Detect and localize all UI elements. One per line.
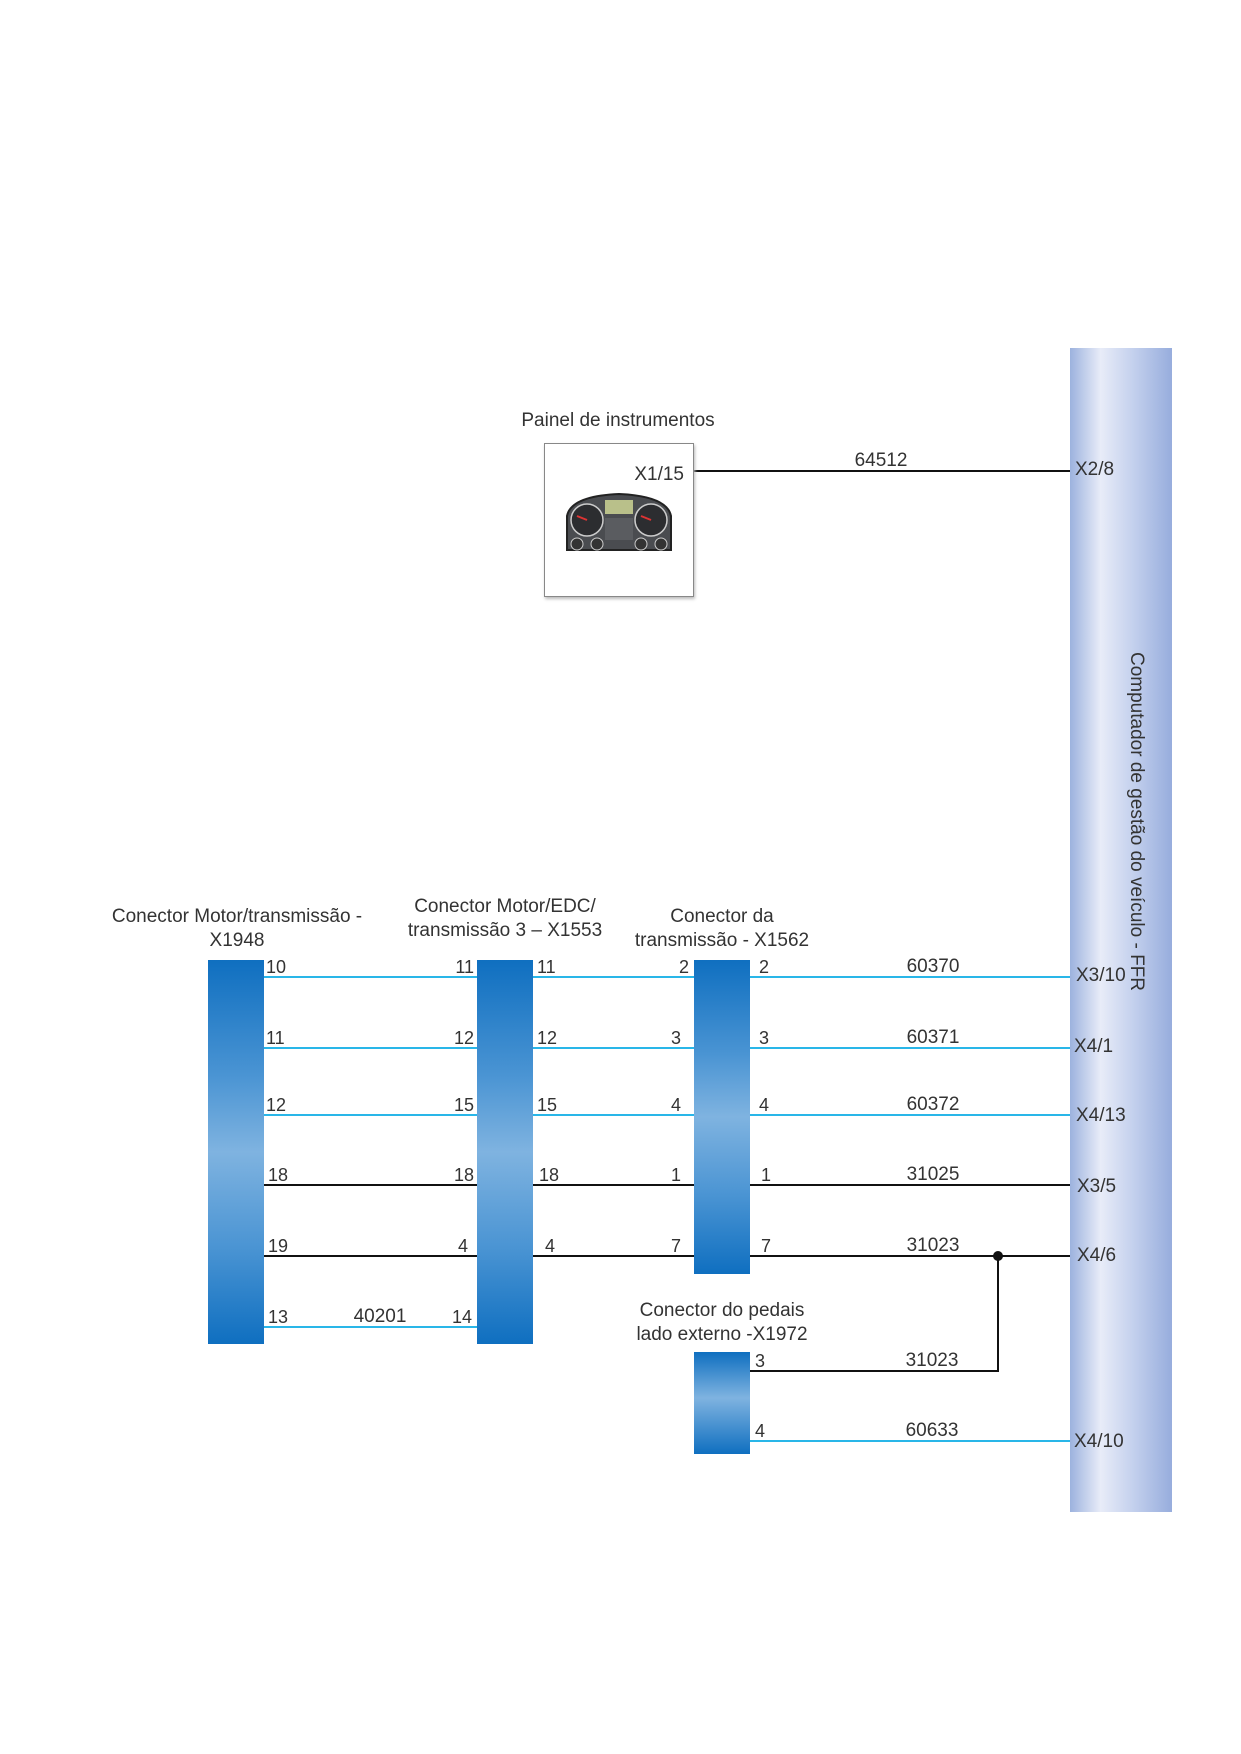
x1972-title-2: lado externo -X1972 xyxy=(636,1324,808,1345)
instrument-panel-box xyxy=(544,443,694,597)
x1553-title-1: Conector Motor/EDC/ xyxy=(414,896,596,917)
pin-label: 12 xyxy=(453,1028,474,1048)
panel-pin: X1/15 xyxy=(634,464,684,485)
pin-label: 1 xyxy=(670,1165,681,1185)
connector-x1972 xyxy=(694,1352,750,1454)
pin-label: 4 xyxy=(545,1236,556,1256)
connector-x1948 xyxy=(208,960,264,1344)
wire-label: 60371 xyxy=(906,1027,960,1048)
ecu-pin: X3/10 xyxy=(1076,965,1126,986)
pin-label: 3 xyxy=(755,1351,766,1371)
wire-label-64512: 64512 xyxy=(854,450,908,471)
pin-label: 1 xyxy=(761,1165,772,1185)
pin-label: 11 xyxy=(455,957,474,977)
pin-label: 18 xyxy=(453,1165,474,1185)
ecu-pin: X4/13 xyxy=(1076,1105,1126,1126)
pin-label: 7 xyxy=(761,1236,772,1256)
ecu-ffr-bar xyxy=(1070,348,1172,1512)
pin-label: 18 xyxy=(268,1165,289,1185)
pin-label: 12 xyxy=(537,1028,558,1048)
ecu-pin: X4/10 xyxy=(1074,1431,1124,1452)
x1948-title-1: Conector Motor/transmissão - xyxy=(111,906,363,927)
pin-label: 4 xyxy=(670,1095,681,1115)
pin-label: 10 xyxy=(266,957,287,977)
ecu-pin: X4/6 xyxy=(1077,1245,1117,1266)
pin-label: 15 xyxy=(537,1095,558,1115)
pin-label: 2 xyxy=(678,957,689,977)
pin-label: 4 xyxy=(457,1236,468,1256)
pin-label: 18 xyxy=(539,1165,560,1185)
wire-label: 60372 xyxy=(906,1094,960,1115)
pin-label: 7 xyxy=(670,1236,681,1256)
wire-label: 31025 xyxy=(906,1164,960,1185)
pin-label: 2 xyxy=(759,957,770,977)
x1553-title-2: transmissão 3 – X1553 xyxy=(407,920,603,941)
pin-label: 4 xyxy=(759,1095,770,1115)
pin-label: 3 xyxy=(759,1028,770,1048)
instrument-cluster-icon xyxy=(566,492,672,551)
ecu-pin-x2-8: X2/8 xyxy=(1075,459,1115,480)
x1562-title-2: transmissão - X1562 xyxy=(634,930,810,951)
wire-31023-pedal xyxy=(750,1256,999,1372)
connector-x1562 xyxy=(694,960,750,1274)
x1972-title-1: Conector do pedais xyxy=(639,1300,805,1321)
connector-x1553 xyxy=(477,960,533,1344)
wire-label-40201: 40201 xyxy=(353,1306,407,1327)
pin-label: 14 xyxy=(451,1307,472,1327)
wire-label: 31023 xyxy=(905,1350,959,1371)
ecu-pin: X4/1 xyxy=(1074,1036,1114,1057)
wire-label: 31023 xyxy=(906,1235,960,1256)
pin-label: 12 xyxy=(266,1095,287,1115)
junction-dot xyxy=(993,1251,1003,1261)
ecu-pin: X3/5 xyxy=(1077,1176,1117,1197)
x1948-title-2: X1948 xyxy=(209,930,265,951)
pin-label: 11 xyxy=(266,1028,285,1048)
pin-label: 3 xyxy=(670,1028,681,1048)
pin-label: 4 xyxy=(755,1421,766,1441)
panel-title: Painel de instrumentos xyxy=(521,410,715,431)
wire-label: 60370 xyxy=(906,956,960,977)
pin-label: 13 xyxy=(268,1307,289,1327)
pin-label: 15 xyxy=(453,1095,474,1115)
pin-label: 11 xyxy=(537,957,556,977)
wire-label: 60633 xyxy=(905,1420,959,1441)
pin-label: 19 xyxy=(268,1236,289,1256)
x1562-title-1: Conector da xyxy=(670,906,774,927)
